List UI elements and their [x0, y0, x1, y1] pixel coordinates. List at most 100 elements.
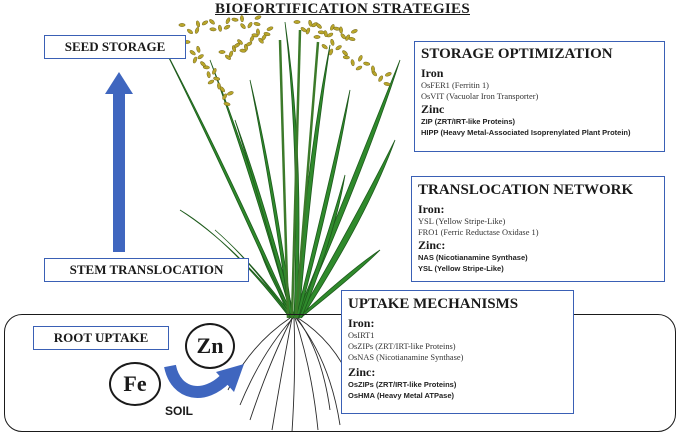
grain-shape [194, 27, 200, 34]
grain-shape [326, 32, 334, 38]
grain-shape [207, 79, 215, 85]
storage-iron-item: OsVIT (Vacuolar Iron Transporter) [421, 92, 539, 101]
grain-shape [328, 48, 334, 56]
uptake-header: UPTAKE MECHANISMS [348, 296, 519, 312]
grain-shape [240, 15, 244, 23]
grain-shape [323, 30, 328, 38]
grain-shape [222, 93, 228, 100]
grain-shape [383, 81, 391, 87]
soil-label: SOIL [165, 404, 194, 418]
grain-shape [187, 28, 193, 35]
leaves-drawing [159, 21, 401, 319]
grain-shape [253, 21, 261, 27]
grain-shape [335, 45, 342, 51]
uptake-zinc-item: OsZIPs (ZRT/IRT-like Proteins) [348, 380, 457, 389]
zinc-circle: Zn [185, 323, 235, 369]
grain-shape [178, 23, 186, 27]
root-uptake-label: ROOT UPTAKE [33, 326, 169, 350]
grain-shape [247, 21, 253, 29]
iron-circle: Fe [109, 362, 161, 406]
grain-shape [385, 72, 392, 77]
grain-shape [316, 23, 322, 29]
root-line [249, 317, 293, 421]
storage-iron-heading: Iron [421, 66, 444, 80]
grain-shape [254, 15, 262, 20]
grain-shape [223, 24, 231, 30]
root-line [294, 317, 319, 431]
root-line [291, 317, 296, 433]
soil-region [4, 314, 676, 432]
grain-shape [358, 55, 363, 62]
grain-shape [218, 50, 226, 54]
grain-shape [363, 61, 371, 66]
uptake-mechanisms-box: UPTAKE MECHANISMS Iron: OsIRT1 OsZIPs (Z… [341, 290, 574, 414]
grain-shape [197, 54, 204, 60]
grain-shape [342, 55, 350, 60]
grain-shape [223, 101, 231, 107]
storage-header: STORAGE OPTIMIZATION [421, 46, 613, 62]
grain-shape [239, 48, 247, 53]
grain-shape [196, 45, 201, 53]
grain-shape [206, 71, 211, 79]
translocation-zinc-heading: Zinc: [418, 238, 446, 252]
grain-shape [378, 75, 384, 82]
grain-shape [351, 29, 358, 34]
translocation-zinc-item: NAS (Nicotianamine Synthase) [418, 253, 528, 262]
leaf-shape [234, 119, 296, 319]
grain-shape [256, 28, 260, 36]
uptake-zinc-heading: Zinc: [348, 365, 376, 379]
panicles-drawing [178, 15, 392, 107]
grain-shape [212, 68, 217, 75]
stem-line [294, 41, 320, 319]
translocation-network-box: TRANSLOCATION NETWORK Iron: YSL (Yellow … [411, 176, 665, 282]
grain-shape [333, 26, 341, 31]
storage-zinc-item: HIPP (Heavy Metal-Associated Isoprenylat… [421, 128, 631, 137]
page-title: BIOFORTIFICATION STRATEGIES [215, 1, 470, 17]
uptake-iron-item: OsZIPs (ZRT/IRT-like Proteins) [348, 342, 456, 351]
translocation-iron-heading: Iron: [418, 202, 445, 216]
grain-shape [218, 24, 222, 32]
grain-shape [240, 23, 246, 29]
grain-shape [317, 30, 325, 35]
translocation-iron-item: FRO1 (Ferric Reductase Oxidase 1) [418, 228, 539, 237]
zinc-symbol: Zn [196, 333, 224, 358]
grain-shape [231, 17, 239, 22]
grain-shape [213, 76, 221, 81]
iron-symbol: Fe [123, 371, 147, 396]
root-line [271, 317, 293, 431]
storage-zinc-item: ZIP (ZRT/IRT-like Proteins) [421, 117, 516, 126]
grain-shape [321, 44, 328, 50]
grain-shape [350, 59, 355, 67]
leaf-shape [214, 229, 294, 319]
seed-storage-label: SEED STORAGE [44, 35, 186, 59]
storage-zinc-heading: Zinc [421, 102, 445, 116]
grain-shape [251, 33, 259, 38]
grain-shape [330, 38, 335, 46]
uptake-iron-heading: Iron: [348, 316, 375, 330]
grain-shape [371, 65, 375, 73]
translocation-iron-item: YSL (Yellow Stripe-Like) [418, 217, 506, 226]
grain-shape [195, 20, 201, 28]
storage-iron-item: OsFER1 (Ferritin 1) [421, 81, 489, 90]
grain-shape [263, 31, 271, 37]
leaf-shape [297, 139, 396, 319]
curved-arrow-icon [164, 364, 244, 398]
grain-shape [201, 20, 209, 26]
grain-shape [313, 35, 321, 39]
stem-translocation-label: STEM TRANSLOCATION [44, 258, 249, 282]
grain-shape [227, 91, 234, 96]
grain-shape [266, 26, 274, 31]
grain-shape [217, 82, 221, 90]
roots-drawing [227, 317, 357, 433]
translocation-header: TRANSLOCATION NETWORK [418, 182, 634, 198]
upward-arrow-icon [105, 72, 133, 252]
grain-shape [348, 36, 356, 42]
grain-shape [293, 20, 301, 24]
uptake-zinc-item: OsHMA (Heavy Metal ATPase) [348, 391, 455, 400]
grain-shape [355, 65, 363, 71]
root-line [239, 317, 294, 406]
grain-shape [305, 27, 311, 35]
grain-shape [200, 61, 206, 67]
grain-shape [189, 50, 196, 56]
